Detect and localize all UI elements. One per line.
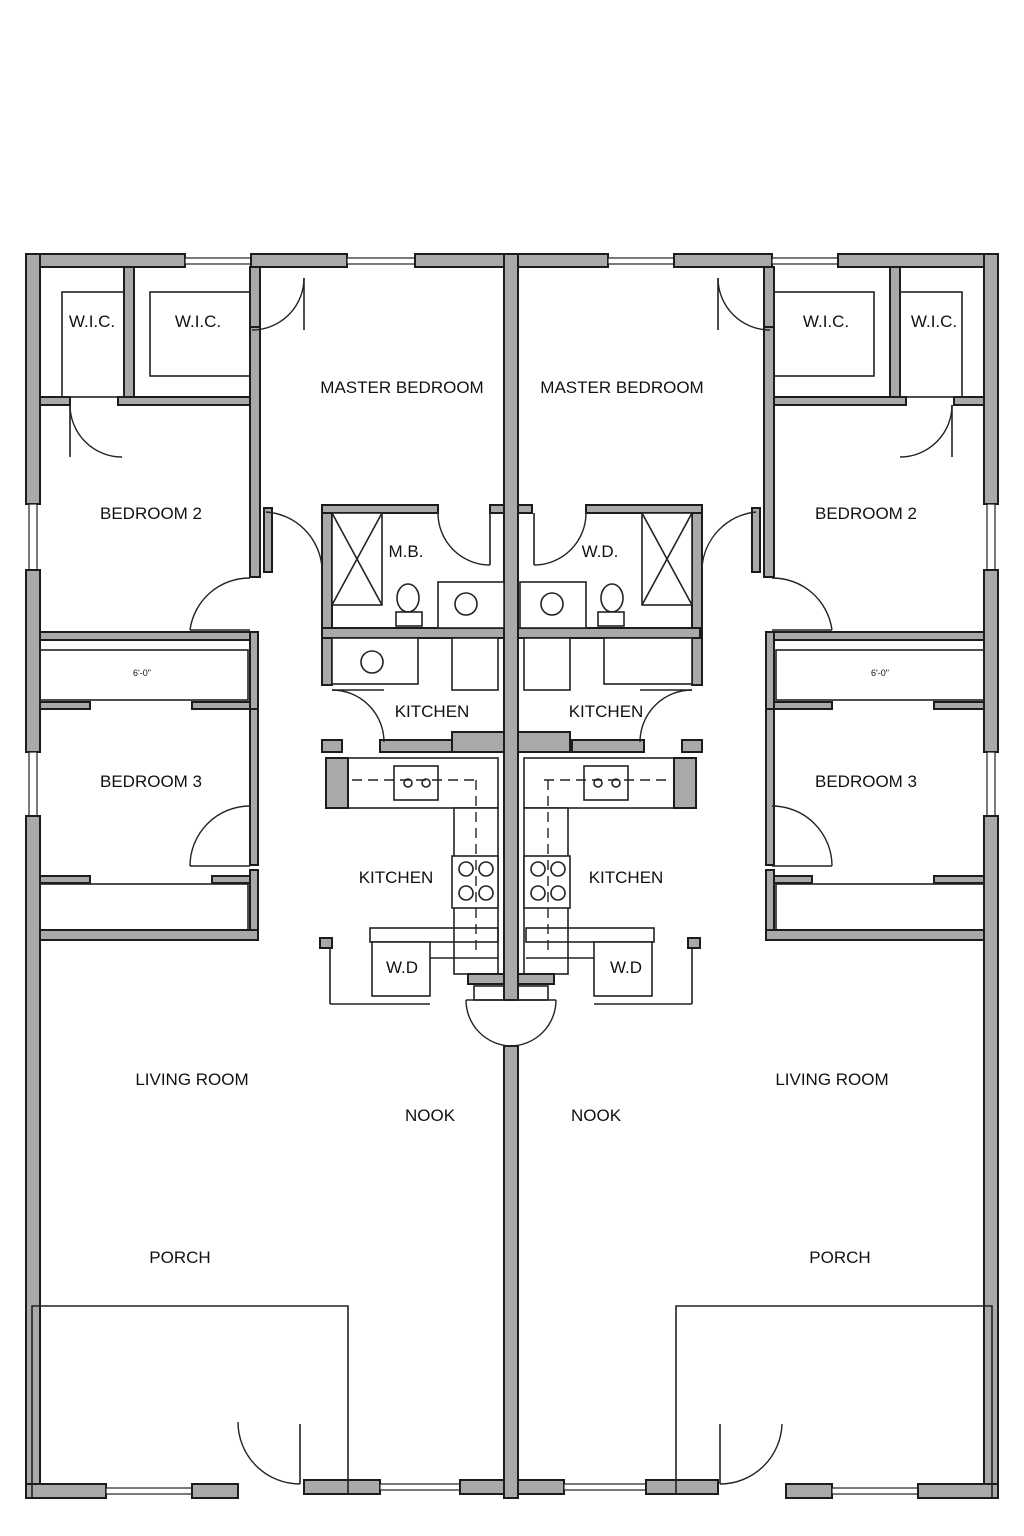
room-label-kitchen-right: KITCHEN [589,868,664,887]
room-label-nook-left: NOOK [405,1106,456,1125]
closet-dimension-right: 6'-0" [871,668,889,678]
left-kitchen-upper [331,637,499,743]
room-label-living-left: LIVING ROOM [135,1070,248,1089]
room-label-living-right: LIVING ROOM [775,1070,888,1089]
right-unit-walls [517,266,985,941]
room-label-nook-right: NOOK [571,1106,622,1125]
room-label-wd-left: W.D [386,958,418,977]
room-label-porch-right: PORCH [809,1248,870,1267]
room-label-master-right: MASTER BEDROOM [540,378,703,397]
right-bath-fixtures [519,512,693,629]
room-label-bath-left: M.B. [389,542,424,561]
right-doors [701,277,953,1485]
room-label-wic-inner-right: W.I.C. [803,312,849,331]
room-label-bedroom3-right: BEDROOM 3 [815,772,917,791]
left-unit-walls [39,266,505,941]
room-label-kitchen-top-left: KITCHEN [395,702,470,721]
left-laundry [319,927,505,1005]
right-kitchen-upper [523,637,693,743]
room-label-porch-left: PORCH [149,1248,210,1267]
closet-dimension-left: 6'-0" [133,668,151,678]
room-labels: W.I.C. W.I.C. MASTER BEDROOM BEDROOM 2 M… [69,312,957,1267]
room-label-kitchen-top-right: KITCHEN [569,702,644,721]
party-wall [503,253,519,1499]
room-label-kitchen-left: KITCHEN [359,868,434,887]
room-label-bath-right: W.D. [582,542,619,561]
room-label-wic-outer-left: W.I.C. [69,312,115,331]
porches [31,1305,993,1498]
room-label-bedroom2-right: BEDROOM 2 [815,504,917,523]
shared-entry-doors [465,985,557,1047]
room-label-bedroom3-left: BEDROOM 3 [100,772,202,791]
room-label-bedroom2-left: BEDROOM 2 [100,504,202,523]
room-label-wic-outer-right: W.I.C. [911,312,957,331]
left-bath-fixtures [331,512,505,629]
right-laundry [517,927,701,1005]
left-doors [69,277,323,1485]
left-kitchen-island [325,757,499,975]
room-label-wd-right: W.D [610,958,642,977]
exterior-walls [25,253,999,1499]
room-label-wic-inner-left: W.I.C. [175,312,221,331]
right-kitchen-island [523,757,697,975]
room-label-master-left: MASTER BEDROOM [320,378,483,397]
